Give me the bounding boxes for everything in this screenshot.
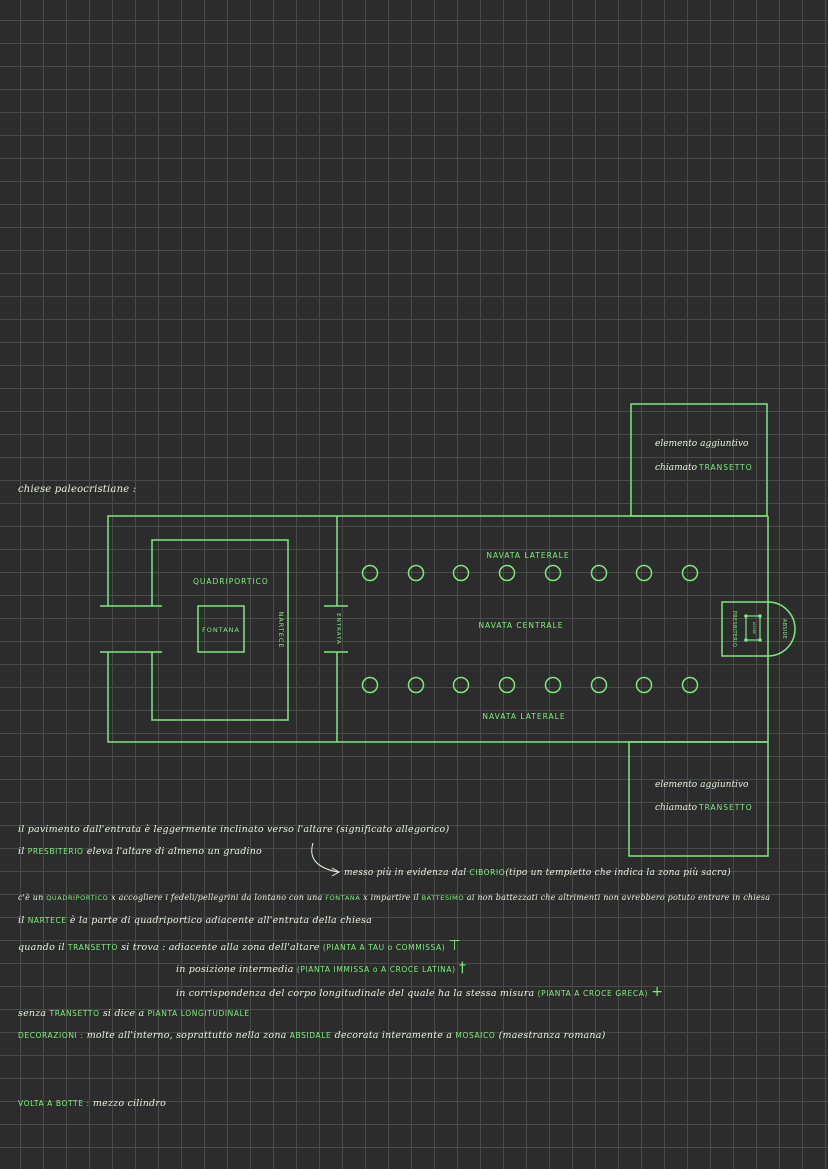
note-transept-latin: in posizione intermedia (PIANTA IMMISSA … — [176, 960, 467, 976]
column — [544, 676, 562, 694]
latin-cross-icon: † — [458, 960, 467, 976]
column — [407, 676, 425, 694]
ciborium-post — [744, 638, 748, 642]
fountain-label: FONTANA — [202, 626, 240, 634]
column — [407, 564, 425, 582]
transept-bottom-line1: elemento aggiuntivo — [655, 780, 749, 790]
quadriportico-inner-wall — [151, 539, 289, 721]
ciborium-post — [744, 614, 748, 618]
side-aisle-bottom-label: NAVATA LATERALE — [482, 712, 565, 721]
column — [590, 564, 608, 582]
column — [498, 676, 516, 694]
column — [361, 676, 379, 694]
column — [635, 564, 653, 582]
columns-top-row — [361, 564, 699, 582]
note-longitudinal: senza TRANSETTO si dice a PIANTA LONGITU… — [18, 1008, 250, 1019]
column — [361, 564, 379, 582]
transept-bottom — [628, 741, 769, 857]
tau-cross-icon: ⊤ — [448, 938, 461, 954]
note-presbytery: il PRESBITERIO eleva l'altare di almeno … — [18, 846, 262, 857]
transept-top-line2: chiamato — [655, 463, 698, 473]
presbytery-label: PRESBITERIO — [731, 611, 737, 647]
note-quadriportico: c'è un QUADRIPORTICO x accogliere i fede… — [18, 893, 771, 902]
side-aisle-top-label: NAVATA LATERALE — [486, 551, 569, 560]
presbytery — [721, 601, 769, 657]
column — [498, 564, 516, 582]
column — [452, 676, 470, 694]
narthex-label: NARTECE — [277, 611, 285, 648]
page-title: chiese paleocristiane : — [18, 484, 137, 495]
column — [635, 676, 653, 694]
altar-label: ALTARE — [752, 622, 756, 635]
transept-top-line1: elemento aggiuntivo — [655, 439, 749, 449]
note-decorations: DECORAZIONI : molte all'interno, sopratt… — [18, 1030, 606, 1041]
columns-bottom-row — [361, 676, 699, 694]
arrow-head-icon — [331, 867, 341, 877]
quadriportico-label: QUADRIPORTICO — [193, 577, 269, 586]
note-ciborium: messo più in evidenza dal CIBORIO(tipo u… — [344, 868, 731, 878]
note-narthex: il NARTECE è la parte di quadriportico a… — [18, 915, 372, 926]
entrance-label: ENTRATA — [335, 613, 341, 645]
church-body-wall — [324, 515, 769, 743]
column — [681, 676, 699, 694]
greek-cross-icon: + — [651, 984, 664, 1000]
arrow-line — [311, 842, 339, 873]
central-nave-label: NAVATA CENTRALE — [478, 621, 563, 630]
ciborium-post — [758, 614, 762, 618]
apse — [767, 601, 796, 657]
apse-label: ABSIDE — [781, 619, 787, 639]
note-barrel-vault: VOLTA A BOTTE : mezzo cilindro — [18, 1098, 166, 1109]
column — [590, 676, 608, 694]
note-transept-tau: quando il TRANSETTO si trova : adiacente… — [18, 938, 461, 954]
column — [544, 564, 562, 582]
fountain — [197, 605, 245, 653]
ciborium-post — [758, 638, 762, 642]
transept-bottom-keyword: TRANSETTO — [698, 803, 753, 812]
note-transept-greek: in corrispondenza del corpo longitudinal… — [176, 984, 664, 1000]
transept-bottom-line2: chiamato — [655, 803, 698, 813]
altar — [745, 615, 761, 641]
column — [681, 564, 699, 582]
transept-top — [630, 403, 768, 517]
note-floor: il pavimento dall'entrata è leggermente … — [18, 824, 450, 835]
column — [452, 564, 470, 582]
transept-top-keyword: TRANSETTO — [698, 463, 753, 472]
